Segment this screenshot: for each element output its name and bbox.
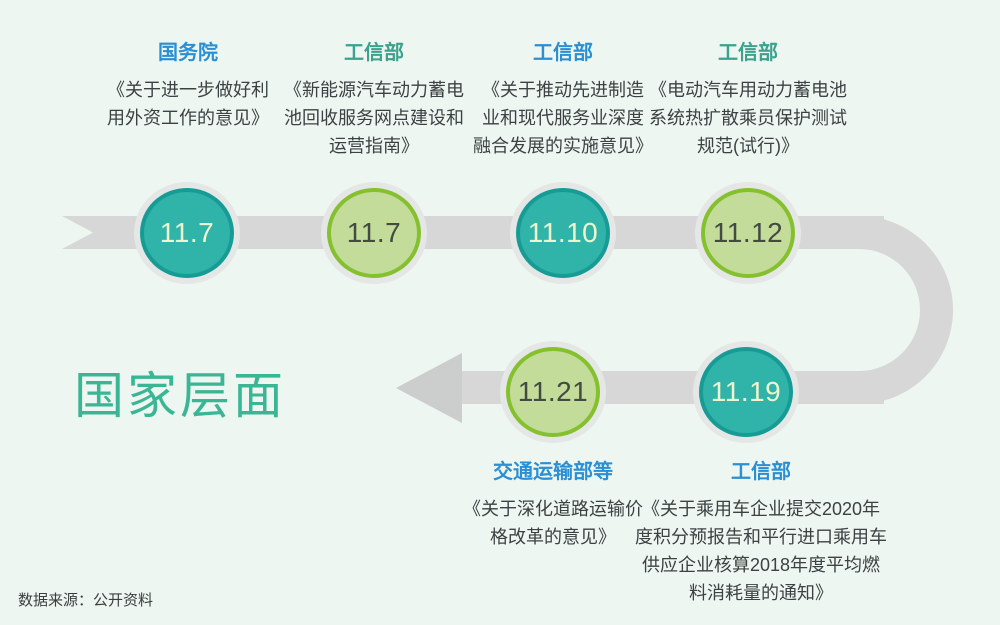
node-date: 11.21 xyxy=(517,376,589,407)
timeline-node-date-3: 11.10 xyxy=(516,188,610,278)
title-line: 《关于推动先进制造 xyxy=(482,80,644,100)
title-line: 《关于深化道路运输价 xyxy=(463,499,643,519)
title-line: 《电动汽车用动力蓄电池 xyxy=(649,80,847,100)
node-date: 11.7 xyxy=(159,217,215,248)
title-line: 池回收服务网点建设和 xyxy=(284,108,464,128)
timeline-node-date-4: 11.12 xyxy=(701,188,795,278)
title-line: 《关于乘用车企业提交2020年 xyxy=(641,499,881,519)
policy-title: 《关于乘用车企业提交2020年 度积分预报告和平行进口乘用车 供应企业核算201… xyxy=(628,495,894,607)
node-date: 11.12 xyxy=(712,217,784,248)
title-line: 运营指南》 xyxy=(329,136,419,156)
agency-name: 工信部 xyxy=(344,42,404,64)
data-source-note: 数据来源：公开资料 xyxy=(18,592,154,609)
title-line: 《新能源汽车动力蓄电 xyxy=(284,80,464,100)
timeline-node-date-6: 11.19 xyxy=(699,347,793,437)
timeline-node-date-1: 11.7 xyxy=(140,188,234,278)
agency-name: 工信部 xyxy=(731,461,791,483)
title-line: 料消耗量的通知》 xyxy=(689,583,833,603)
title-line: 《关于进一步做好利 xyxy=(107,80,269,100)
title-line: 供应企业核算2018年度平均燃 xyxy=(641,555,881,575)
policy-title: 《关于深化道路运输价 格改革的意见》 xyxy=(448,495,658,551)
policy-title: 《电动汽车用动力蓄电池 系统热扩散乘员保护测试 规范(试行)》 xyxy=(637,76,859,160)
agency-name: 交通运输部等 xyxy=(493,461,613,483)
node-date: 11.10 xyxy=(527,217,599,248)
timeline-arrowhead-icon xyxy=(396,353,462,423)
title-line: 业和现代服务业深度 xyxy=(482,108,644,128)
agency-name: 工信部 xyxy=(533,42,593,64)
title-line: 融合发展的实施意见》 xyxy=(473,136,653,156)
section-title: 国家层面 xyxy=(74,368,286,424)
title-line: 系统热扩散乘员保护测试 xyxy=(649,108,847,128)
timeline-node-date-5: 11.21 xyxy=(506,347,600,437)
policy-event-6: 工信部 《关于乘用车企业提交2020年 度积分预报告和平行进口乘用车 供应企业核… xyxy=(628,455,894,607)
node-date: 11.7 xyxy=(346,217,402,248)
timeline-node-date-2: 11.7 xyxy=(327,188,421,278)
title-line: 度积分预报告和平行进口乘用车 xyxy=(635,527,887,547)
policy-event-5: 交通运输部等 《关于深化道路运输价 格改革的意见》 xyxy=(448,455,658,551)
agency-name: 工信部 xyxy=(718,42,778,64)
policy-title: 《关于推动先进制造 业和现代服务业深度 融合发展的实施意见》 xyxy=(458,76,668,160)
title-line: 用外资工作的意见》 xyxy=(107,108,269,128)
policy-event-1: 国务院 《关于进一步做好利 用外资工作的意见》 xyxy=(83,36,293,132)
policy-event-2: 工信部 《新能源汽车动力蓄电 池回收服务网点建设和 运营指南》 xyxy=(269,36,479,160)
node-date: 11.19 xyxy=(710,376,782,407)
title-line: 格改革的意见》 xyxy=(490,527,616,547)
policy-event-4: 工信部 《电动汽车用动力蓄电池 系统热扩散乘员保护测试 规范(试行)》 xyxy=(637,36,859,160)
policy-title: 《新能源汽车动力蓄电 池回收服务网点建设和 运营指南》 xyxy=(269,76,479,160)
agency-name: 国务院 xyxy=(158,42,218,64)
policy-title: 《关于进一步做好利 用外资工作的意见》 xyxy=(83,76,293,132)
title-line: 规范(试行)》 xyxy=(697,136,799,156)
policy-event-3: 工信部 《关于推动先进制造 业和现代服务业深度 融合发展的实施意见》 xyxy=(458,36,668,160)
